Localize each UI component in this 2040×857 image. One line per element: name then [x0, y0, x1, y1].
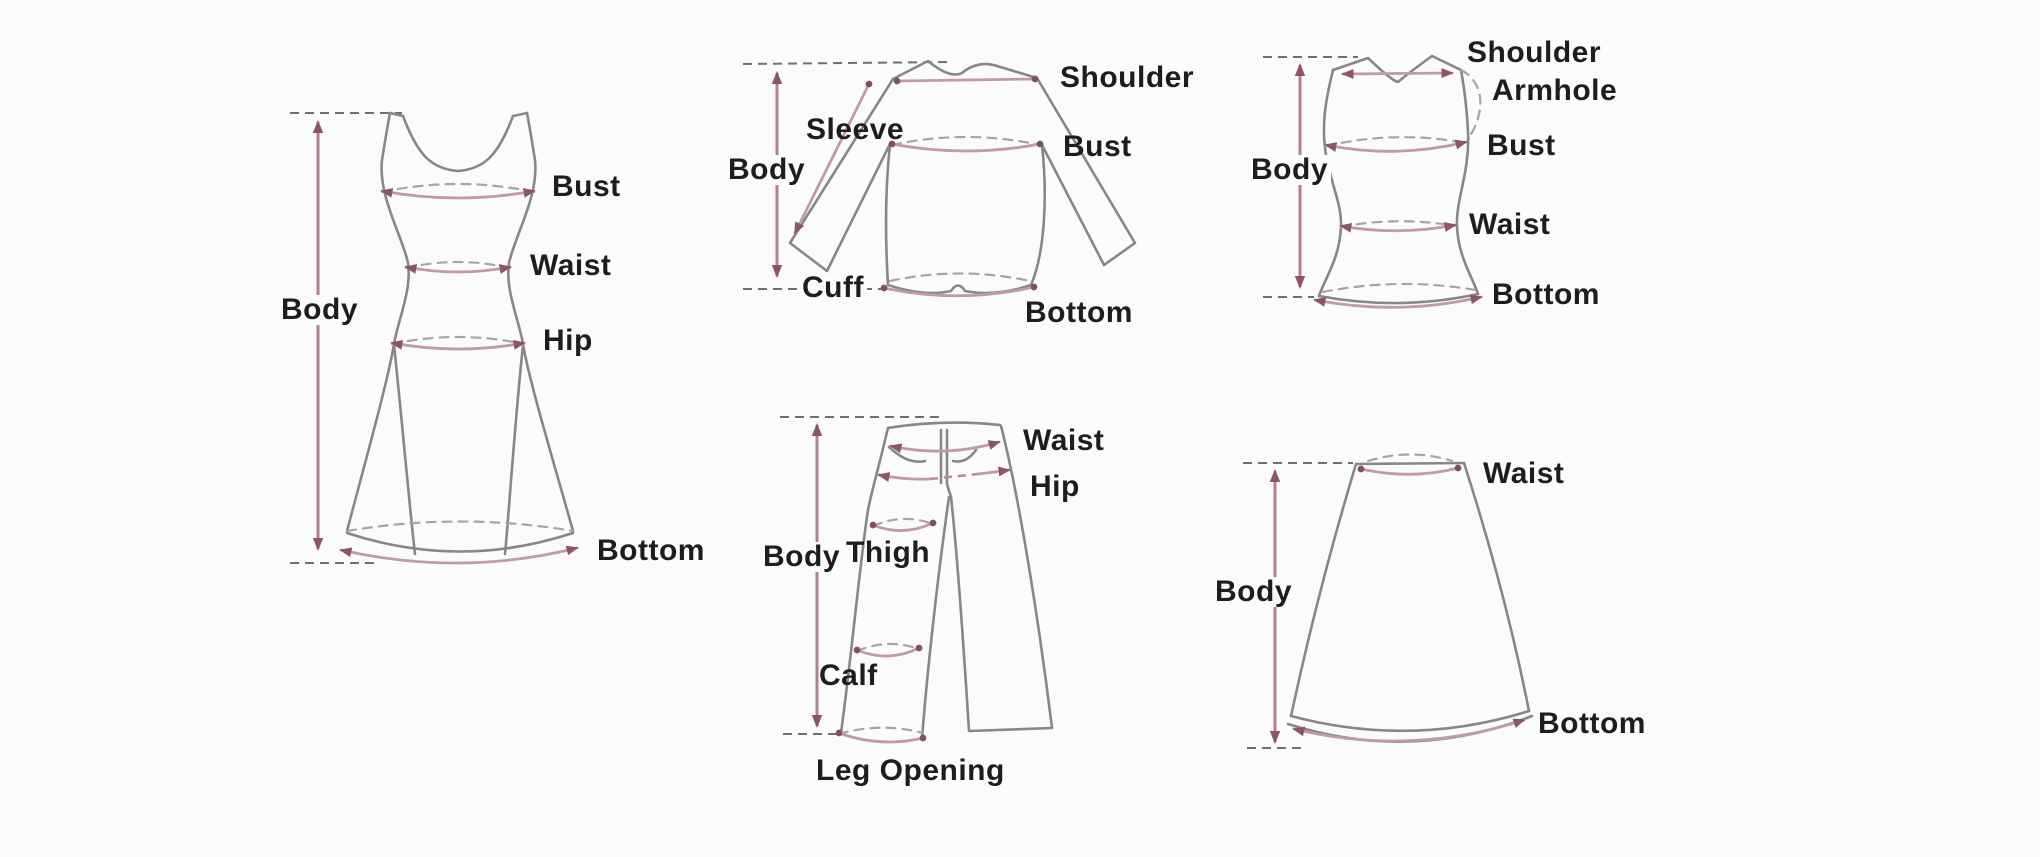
dress-hip-measure-line: [390, 340, 526, 351]
vest-armhole-label: Armhole: [1492, 74, 1618, 107]
long-sleeve-top-sketch: [742, 59, 1137, 298]
pants-hip-label: Hip: [1030, 470, 1080, 503]
vest-waist-measure-line: [1339, 222, 1457, 233]
pants-waist-measure-line: [889, 440, 1001, 454]
skirt-bottom-measure-line: [1292, 718, 1526, 743]
top-shoulder-measure-line: [893, 75, 1039, 85]
pants-left-outer-edge: [839, 426, 890, 735]
pants-waistband-top-edge: [886, 421, 1002, 430]
pants-sketch: [780, 416, 1054, 744]
skirt-bottom-label: Bottom: [1538, 707, 1646, 740]
vest-left-outline: [1317, 68, 1343, 298]
pants-hip-measure-left: [877, 472, 932, 482]
sleeveless-top-sketch: [1263, 54, 1483, 309]
top-body-label: Body: [725, 155, 808, 185]
dress-strap-tops: [388, 111, 529, 118]
top-bust-ellipse-dash: [890, 135, 1042, 147]
top-bottom-measure-line: [880, 283, 1038, 298]
pants-leg-opening-ellipse-dash: [837, 726, 925, 736]
vest-bottom-label: Bottom: [1492, 278, 1600, 311]
top-hem-ellipse-dash: [888, 272, 1032, 283]
skirt-waist-ellipse-dash: [1366, 453, 1454, 463]
pants-right-leg-outline: [949, 424, 1054, 733]
vest-bottom-measure-line: [1313, 294, 1483, 309]
dress-left-outline: [345, 111, 410, 533]
pants-fly-seam: [939, 428, 953, 499]
dress-hem-ellipse-dash: [345, 520, 575, 533]
pants-body-label: Body: [760, 542, 843, 572]
top-neck-shoulder-outline: [891, 59, 1039, 81]
pants-thigh-label: Thigh: [846, 536, 931, 569]
dress-waist-ellipse-dash: [404, 260, 512, 270]
dress-waist-measure-line: [404, 264, 512, 274]
dress-left-inner-seam: [392, 343, 417, 556]
vest-hem-ellipse-dash: [1321, 282, 1477, 294]
skirt-waist-measure-line: [1357, 464, 1462, 476]
top-right-sleeve-torso-outline: [1029, 76, 1137, 287]
pants-leg-opening-measure-line: [835, 729, 927, 744]
skirt-body-label: Body: [1212, 577, 1295, 607]
dress-neckline: [401, 114, 515, 173]
top-top-reference-dash: [742, 61, 951, 65]
pants-thigh-measure-line: [869, 519, 937, 532]
vest-bust-ellipse-dash: [1324, 136, 1468, 148]
top-left-sleeve-torso-outline: [788, 77, 895, 287]
top-sleeve-measure-line: [793, 80, 873, 235]
dress-bust-ellipse-dash: [380, 182, 536, 194]
skirt-waist-label: Waist: [1483, 457, 1565, 490]
dress-hip-ellipse-dash: [390, 335, 526, 346]
pants-waist-label: Waist: [1023, 424, 1105, 457]
vest-shoulder-label: Shoulder: [1467, 36, 1602, 69]
top-bust-label: Bust: [1063, 130, 1132, 163]
skirt-waist-top-edge: [1354, 461, 1466, 466]
dress-bust-measure-line: [380, 188, 536, 200]
dress-waist-label: Waist: [530, 249, 612, 282]
dress-bust-label: Bust: [552, 170, 621, 203]
dress-bottom-measure-line: [339, 545, 579, 565]
dress-bottom-label: Bottom: [597, 534, 705, 567]
vest-bust-measure-line: [1324, 139, 1468, 153]
dress-body-label: Body: [278, 295, 361, 325]
vest-waist-ellipse-dash: [1339, 220, 1457, 229]
pants-left-inner-edge: [920, 495, 951, 741]
dress-right-inner-seam: [503, 343, 525, 556]
pants-thigh-ellipse-dash: [871, 517, 935, 528]
vest-shoulder-measure-line: [1341, 68, 1454, 79]
dress-sketch: [290, 111, 579, 565]
pants-hip-measure-right: [976, 466, 1011, 477]
pants-hip-measure-dash: [929, 472, 979, 481]
skirt-left-edge: [1289, 462, 1358, 718]
dress-right-outline: [507, 111, 575, 533]
top-sleeve-label: Sleeve: [806, 113, 905, 146]
dress-hem-edge: [345, 531, 575, 553]
vest-waist-label: Waist: [1469, 208, 1551, 241]
skirt-right-edge: [1462, 461, 1531, 713]
vest-bust-label: Bust: [1487, 129, 1556, 162]
top-bottom-label: Bottom: [1025, 296, 1133, 329]
vest-body-label: Body: [1248, 155, 1331, 185]
pants-right-pocket-curve: [951, 448, 978, 463]
top-cuff-label: Cuff: [799, 273, 867, 303]
dress-hip-label: Hip: [543, 324, 593, 357]
vest-armhole-dash-curve: [1459, 68, 1482, 138]
pants-calf-label: Calf: [819, 659, 878, 692]
pants-calf-measure-line: [853, 644, 923, 658]
top-shoulder-label: Shoulder: [1060, 61, 1195, 94]
top-bust-measure-line: [888, 140, 1044, 153]
vest-right-outline: [1455, 68, 1480, 296]
vest-neck-shoulder-outline: [1331, 54, 1463, 84]
pants-calf-ellipse-dash: [855, 642, 921, 653]
pants-leg-opening-label: Leg Opening: [816, 754, 1005, 787]
